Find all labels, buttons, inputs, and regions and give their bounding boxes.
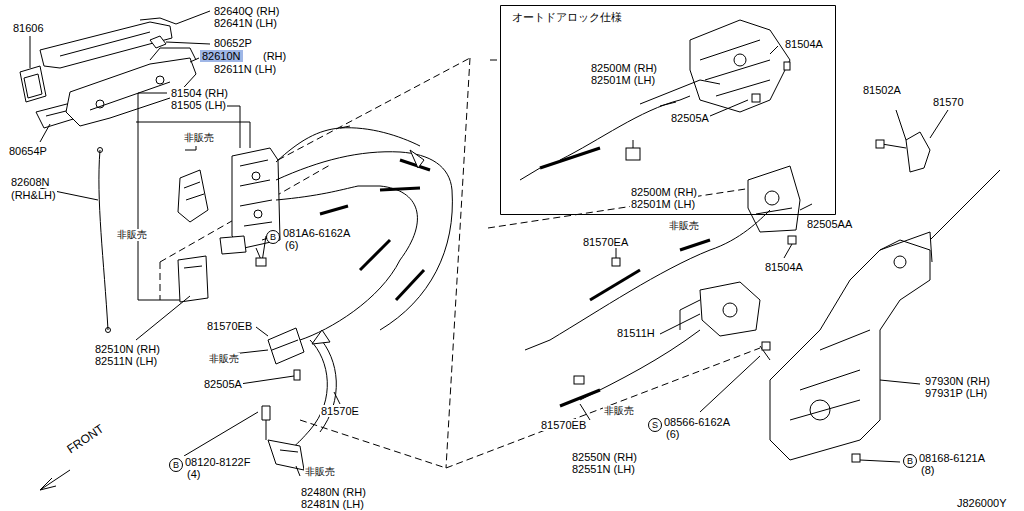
- note-text: 非販売: [183, 132, 215, 144]
- callout-number: 81570EB: [540, 419, 587, 431]
- callout-number: 81504 (RH): [170, 87, 229, 99]
- part-number: B: [270, 232, 276, 242]
- callout-number: 81502A: [862, 84, 902, 96]
- part-number: B: [173, 460, 179, 470]
- note-text: 非販売: [304, 466, 336, 478]
- callout-number: 82551N (LH): [571, 463, 636, 475]
- callout-number: 08566-6162A: [663, 416, 731, 428]
- region-heading: オートドアロック仕様: [512, 11, 622, 23]
- callout-number: 82501M (LH): [630, 198, 696, 210]
- callout-number: 82640Q (RH): [213, 5, 280, 17]
- callout-number: 82480N (RH): [300, 486, 367, 498]
- callout-number: 81504A: [764, 261, 804, 273]
- callout-number: 81570EA: [582, 236, 629, 248]
- callout-number: 82511N (LH): [94, 355, 158, 367]
- callout-number: 81570: [932, 96, 965, 108]
- callout-number: 97930N (RH): [924, 375, 991, 387]
- callout-number: 82481N (LH): [300, 498, 365, 510]
- bolt-symbol: B: [169, 458, 183, 472]
- callout-number: 82500M (RH): [590, 62, 658, 74]
- callout-number: 82550N (RH): [571, 451, 638, 463]
- callout-number: J826000Y: [956, 497, 1008, 509]
- callout-number: 81570EB: [206, 320, 253, 332]
- bolt-symbol: B: [266, 230, 280, 244]
- callout-number: 82500M (RH): [630, 186, 698, 198]
- highlighted-part-number: 82610N: [200, 50, 243, 62]
- callout-number: 97931P (LH): [924, 387, 988, 399]
- callout-number: 82501M (LH): [590, 74, 656, 86]
- callout-number: 80652P: [213, 37, 253, 49]
- callout-number: 82510N (RH): [94, 343, 161, 355]
- note-text: 非販売: [116, 229, 148, 241]
- part-number: B: [907, 456, 913, 466]
- callout-number: 81505 (LH): [170, 99, 227, 111]
- callout-number: 81606: [12, 22, 45, 34]
- callout-number: (6): [284, 239, 299, 251]
- callout-number: 08120-8122F: [184, 456, 251, 468]
- callout-number: 081A6-6162A: [282, 227, 351, 239]
- callout-number: 81570E: [320, 405, 360, 417]
- callout-number: 81511H: [616, 327, 656, 339]
- callout-number: 81504A: [784, 38, 824, 50]
- callout-number: (8): [920, 464, 935, 476]
- callout-number: 82608N: [10, 176, 51, 188]
- callout-number: 82641N (LH): [213, 17, 278, 29]
- callout-number: 08168-6121A: [918, 452, 986, 464]
- screw-symbol: S: [648, 418, 662, 432]
- part-number: 82610N: [202, 50, 241, 62]
- direction-label: FRONT: [64, 422, 107, 456]
- callout-number: (6): [665, 428, 680, 440]
- option-region: オートドアロック仕様: [500, 5, 836, 215]
- note-text: 非販売: [668, 220, 700, 232]
- note-text: 非販売: [208, 353, 240, 365]
- callout-number: (RH): [262, 50, 287, 62]
- part-number: S: [652, 420, 658, 430]
- bolt-symbol: B: [903, 454, 917, 468]
- callout-number: 82505AA: [806, 218, 853, 230]
- line-work: [20, 11, 1000, 490]
- callout-number: 82505A: [670, 112, 710, 124]
- callout-number: 82611N (LH): [213, 63, 277, 75]
- callout-number: 80654P: [8, 145, 48, 157]
- callout-number: (4): [186, 468, 201, 480]
- note-text: 非販売: [603, 405, 635, 417]
- callout-number: (RH&LH): [10, 189, 57, 201]
- region-outline: [500, 5, 836, 215]
- callout-number: 82505A: [203, 378, 243, 390]
